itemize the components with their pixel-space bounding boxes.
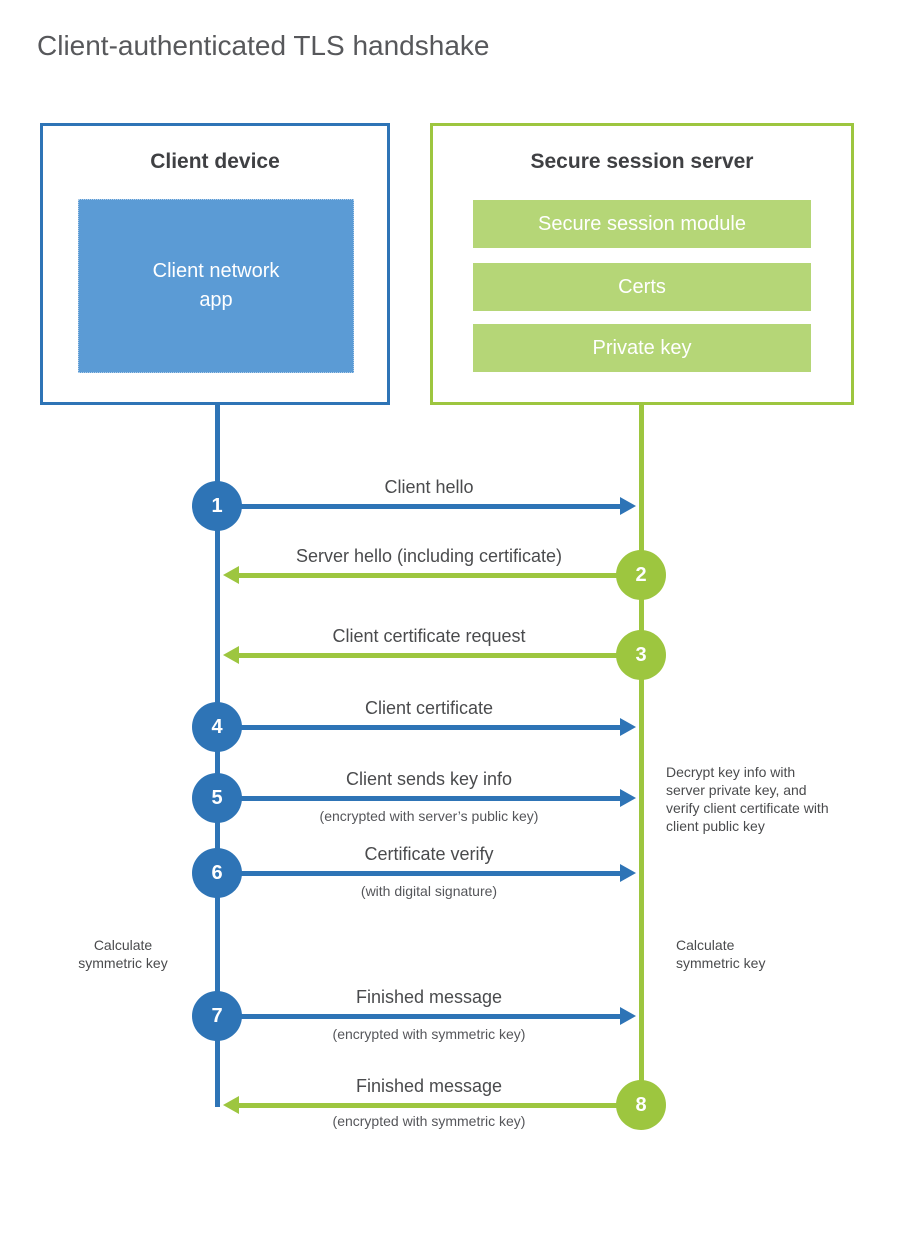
step-badge: 2: [616, 550, 666, 600]
message-sublabel: (encrypted with symmetric key): [332, 1113, 526, 1129]
arrow-left-icon: [223, 566, 641, 584]
decrypt-key-note: Decrypt key info with server private key…: [666, 764, 829, 834]
client-network-app-box: Client network app: [78, 199, 354, 373]
step-badge: 3: [616, 630, 666, 680]
message-label: Client certificate: [364, 698, 494, 718]
server-module-secure-session: Secure session module: [473, 200, 811, 248]
client-device-title: Client device: [150, 150, 280, 173]
arrow-right-icon: [219, 864, 636, 882]
calculate-symmetric-key-note-server: Calculate symmetric key: [676, 937, 766, 971]
arrow-right-icon: [219, 789, 636, 807]
secure-session-server-title: Secure session server: [530, 150, 754, 173]
client-device-box: Client device Client network app: [40, 123, 390, 405]
server-module-certs: Certs: [473, 263, 811, 311]
arrow-right-icon: [219, 718, 636, 736]
message-label: Server hello (including certificate): [295, 546, 563, 566]
step-badge: 5: [192, 773, 242, 823]
message-label: Client certificate request: [332, 626, 526, 646]
arrow-right-icon: [219, 497, 636, 515]
message-label: Client hello: [384, 477, 474, 497]
step-badge: 8: [616, 1080, 666, 1130]
step-badge: 7: [192, 991, 242, 1041]
message-sublabel: (encrypted with symmetric key): [332, 1026, 526, 1042]
message-label: Client sends key info: [345, 769, 513, 789]
page-title: Client-authenticated TLS handshake: [37, 30, 490, 61]
message-label: Certificate verify: [364, 844, 494, 864]
step-badge: 6: [192, 848, 242, 898]
message-sublabel: (encrypted with server’s public key): [319, 808, 539, 824]
step-badge: 4: [192, 702, 242, 752]
arrow-right-icon: [219, 1007, 636, 1025]
secure-session-server-box: Secure session server Secure session mod…: [430, 123, 854, 405]
message-label: Finished message: [355, 1076, 503, 1096]
client-lifeline: [215, 405, 220, 1107]
message-label: Finished message: [355, 987, 503, 1007]
step-badge: 1: [192, 481, 242, 531]
calculate-symmetric-key-note-client: Calculate symmetric key: [78, 937, 168, 971]
arrow-left-icon: [223, 646, 641, 664]
server-lifeline: [639, 405, 644, 1089]
message-sublabel: (with digital signature): [360, 883, 498, 899]
server-module-private-key: Private key: [473, 324, 811, 372]
arrow-left-icon: [223, 1096, 641, 1114]
